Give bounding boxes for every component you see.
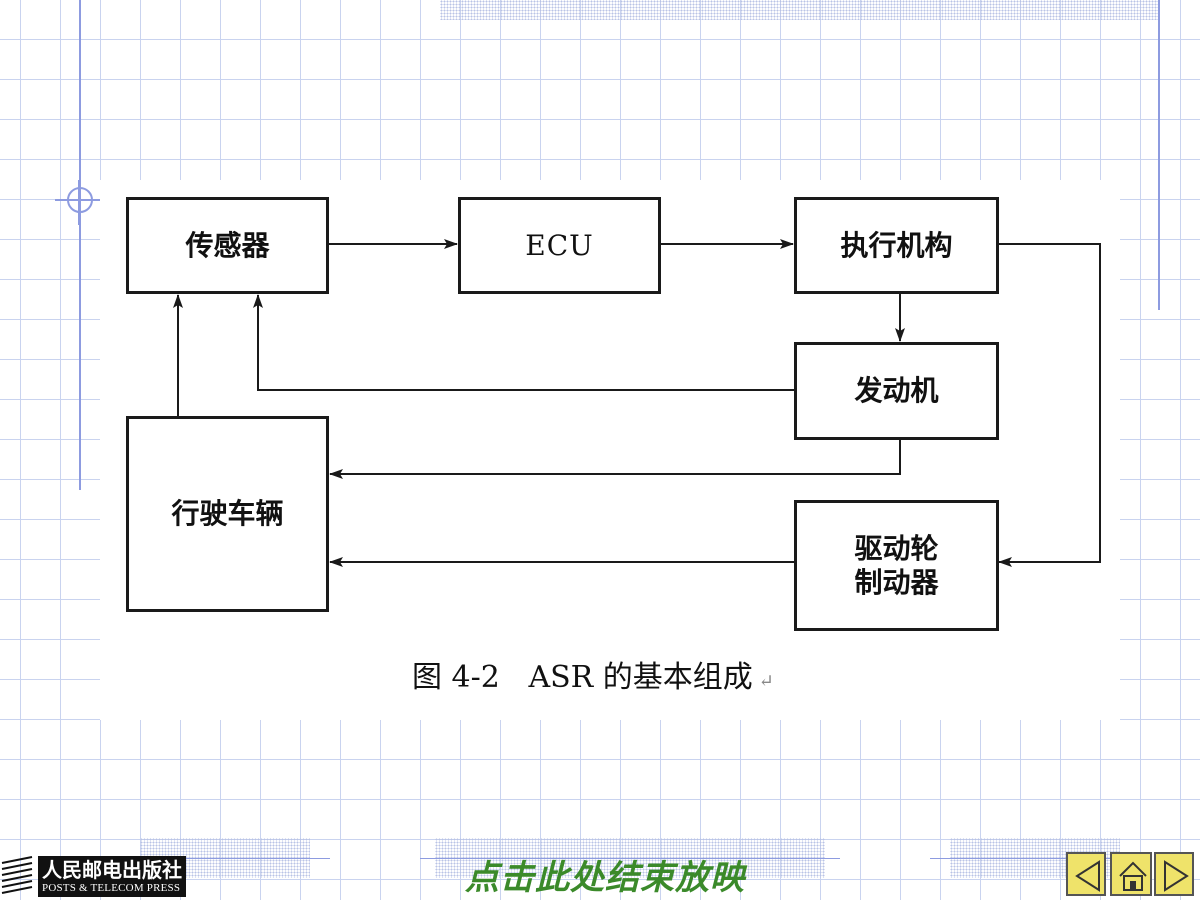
actuator-label: 执行机构 — [840, 228, 953, 262]
vehicle-box: 行驶车辆 — [126, 416, 329, 612]
sensor-box: 传感器 — [126, 197, 329, 294]
triangle-left-icon — [1075, 860, 1100, 892]
wheel-brake-box: 驱动轮 制动器 — [794, 500, 999, 631]
home-button[interactable] — [1110, 852, 1152, 896]
publisher-logo: 人民邮电出版社 POSTS & TELECOM PRESS — [0, 852, 215, 900]
vehicle-label: 行驶车辆 — [171, 497, 284, 530]
footer-accent-line-left — [100, 858, 330, 859]
arrow-engine-to-vehicle — [329, 440, 901, 479]
publisher-emblem-icon — [1, 856, 33, 894]
left-accent-line — [79, 0, 81, 490]
arrow-engine-to-sensor — [253, 294, 795, 391]
footer-accent-line-right — [930, 858, 1130, 859]
publisher-name-en: POSTS & TELECOM PRESS — [42, 881, 181, 894]
prev-slide-button[interactable] — [1066, 852, 1106, 896]
home-icon — [1119, 861, 1147, 891]
publisher-name-cn: 人民邮电出版社 — [42, 857, 182, 882]
engine-box: 发动机 — [794, 342, 999, 440]
actuator-box: 执行机构 — [794, 197, 999, 294]
arrow-actuator-to-wheel-brake — [998, 243, 1101, 567]
footer-accent-line-mid — [420, 858, 840, 859]
engine-label: 发动机 — [854, 374, 939, 407]
caption-text: 图 4-2 ASR 的基本组成 — [412, 660, 753, 695]
triangle-right-icon — [1164, 860, 1189, 892]
ecu-label: ECU — [525, 228, 594, 262]
end-slideshow-link[interactable]: 点击此处结束放映 — [465, 858, 745, 898]
top-dither-band — [440, 0, 1160, 20]
next-slide-button[interactable] — [1154, 852, 1194, 896]
right-accent-line — [1158, 0, 1160, 310]
crosshair-ornament — [55, 180, 100, 225]
ecu-box: ECU — [458, 197, 661, 294]
wheel-brake-label: 驱动轮 制动器 — [854, 531, 939, 599]
return-mark: ↵ — [758, 671, 774, 692]
sensor-label: 传感器 — [185, 228, 270, 262]
figure-caption: 图 4-2 ASR 的基本组成↵ — [412, 656, 852, 700]
